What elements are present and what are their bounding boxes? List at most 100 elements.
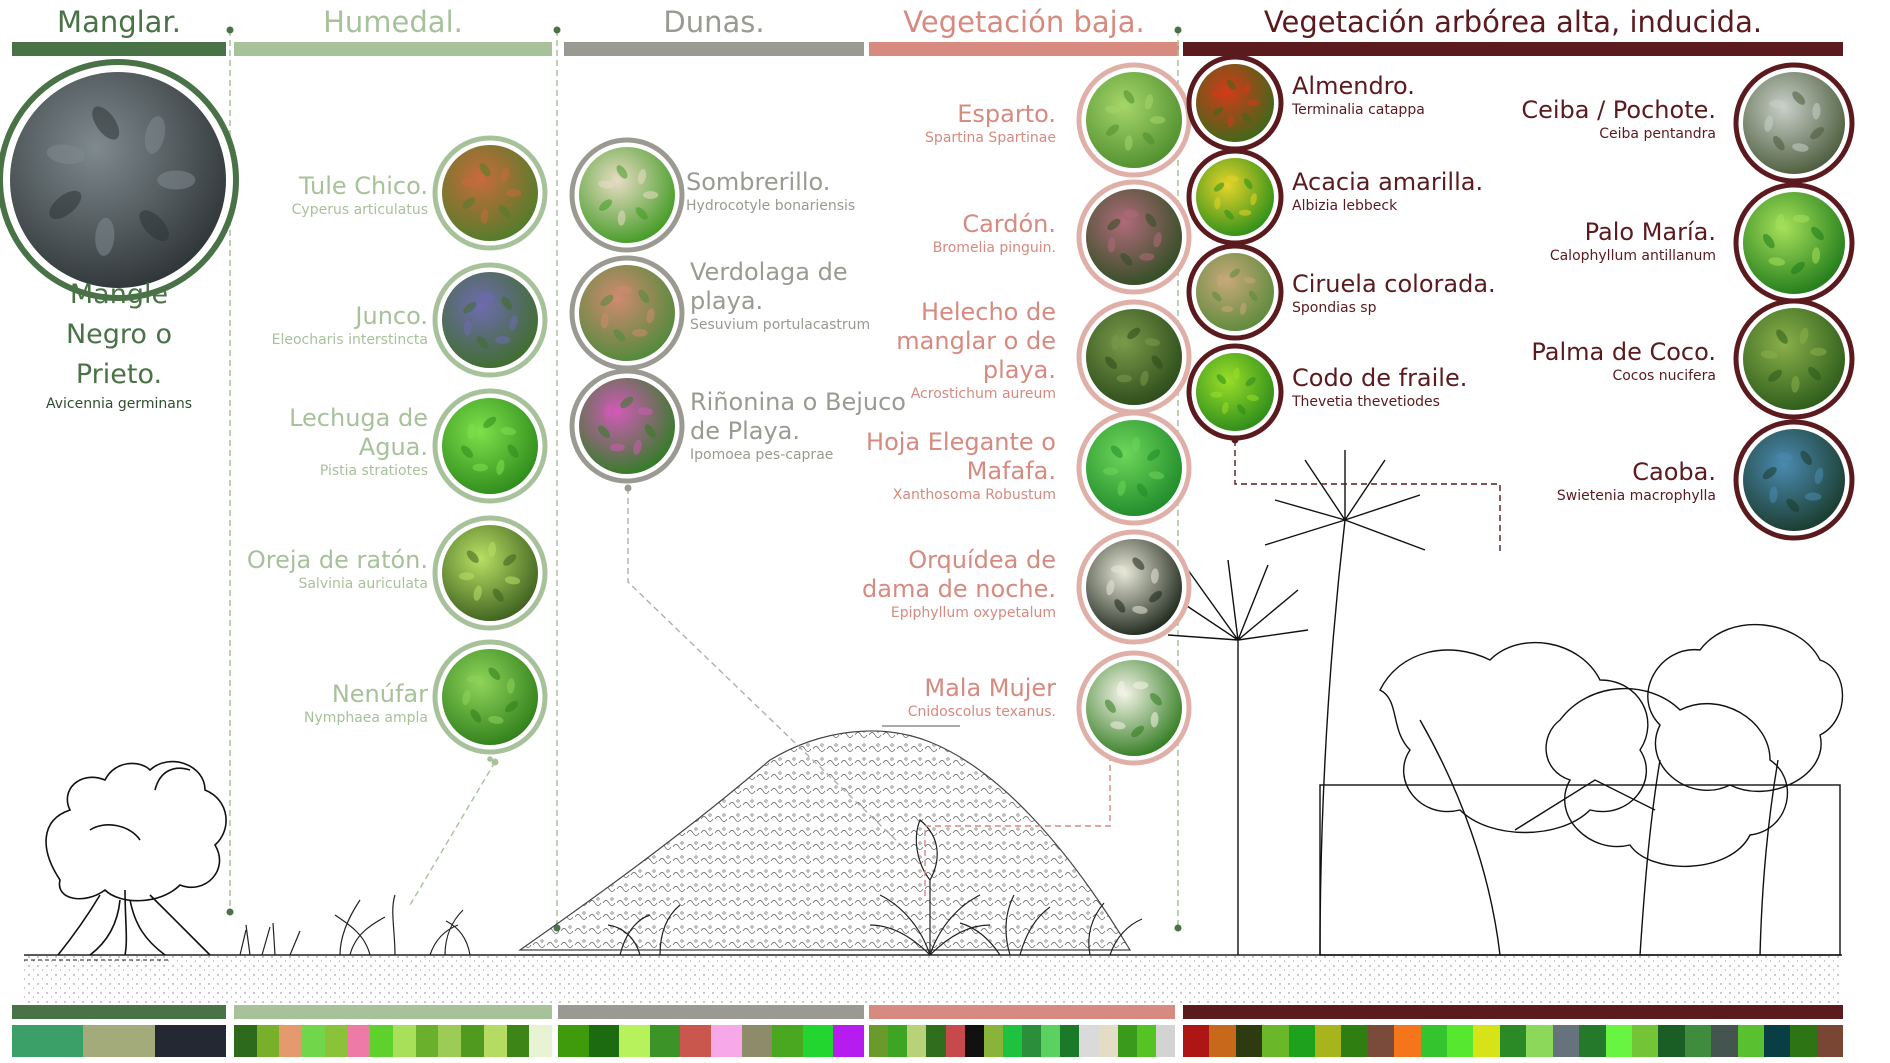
plant-label-oreja-de-raton: Oreja de ratón. Salvinia auriculata [246, 546, 428, 592]
zone-bar-vegetacion-arborea [1183, 42, 1843, 56]
palette-swatch-vegetacion-arborea-7 [1367, 1025, 1395, 1057]
fern-photo-icon [1076, 299, 1192, 415]
palette-swatch-vegetacion-baja-10 [1060, 1025, 1080, 1057]
palette-vegetacion-baja [869, 1025, 1175, 1057]
palette-swatch-vegetacion-arborea-18 [1658, 1025, 1685, 1057]
elephant-ear-photo-icon [1076, 410, 1192, 526]
palette-swatch-vegetacion-baja-3 [926, 1025, 946, 1057]
palette-swatch-humedal-12 [506, 1025, 530, 1057]
palette-swatch-vegetacion-baja-0 [869, 1025, 889, 1057]
zone-title-manglar: Manglar. [57, 5, 181, 39]
zone-bar-vegetacion-baja [869, 42, 1179, 56]
mahogany-photo-icon [1733, 419, 1855, 541]
palette-swatch-manglar-0 [12, 1025, 84, 1057]
palette-swatch-vegetacion-baja-15 [1155, 1025, 1175, 1057]
plant-label-junco: Junco. Eleocharis interstincta [271, 302, 428, 348]
palette-swatch-dunas-0 [558, 1025, 589, 1057]
palette-swatch-vegetacion-arborea-14 [1552, 1025, 1580, 1057]
zone-bar-manglar [12, 42, 226, 56]
palette-swatch-vegetacion-arborea-24 [1816, 1025, 1844, 1057]
palette-swatch-vegetacion-arborea-15 [1579, 1025, 1606, 1057]
palette-swatch-vegetacion-baja-5 [964, 1025, 984, 1057]
palette-swatch-humedal-0 [234, 1025, 257, 1057]
palette-swatch-dunas-8 [802, 1025, 834, 1057]
palette-swatch-vegetacion-arborea-13 [1526, 1025, 1553, 1057]
sea-purslane-photo-icon [569, 255, 685, 371]
palette-swatch-vegetacion-baja-7 [1002, 1025, 1022, 1057]
almond-tree-photo-icon [1186, 54, 1284, 152]
palette-swatch-vegetacion-baja-1 [888, 1025, 908, 1057]
plant-label-nenufar: Nenúfar Nymphaea ampla [304, 680, 428, 726]
palette-swatch-vegetacion-baja-6 [983, 1025, 1003, 1057]
plant-label-palma-de-coco: Palma de Coco. Cocos nucifera [1531, 338, 1716, 384]
zone-bottom-bar-manglar [12, 1005, 226, 1019]
palette-swatch-vegetacion-baja-14 [1136, 1025, 1156, 1057]
plant-label-orquidea: Orquídea de dama de noche. Epiphyllum ox… [862, 546, 1056, 621]
plant-label-esparto: Esparto. Spartina Spartinae [925, 100, 1056, 146]
palette-dunas [558, 1025, 864, 1057]
dune-mound [518, 730, 1132, 951]
palette-swatch-vegetacion-arborea-0 [1183, 1025, 1210, 1057]
plant-label-hoja-elegante: Hoja Elegante o Mafafa. Xanthosoma Robus… [866, 428, 1056, 503]
water-lettuce-photo-icon [432, 388, 548, 504]
palette-swatch-manglar-2 [154, 1025, 226, 1057]
palette-swatch-vegetacion-arborea-2 [1235, 1025, 1263, 1057]
palette-swatch-vegetacion-arborea-9 [1420, 1025, 1448, 1057]
zone-title-dunas: Dunas. [663, 5, 765, 39]
palette-swatch-humedal-13 [529, 1025, 553, 1057]
palette-swatch-vegetacion-arborea-17 [1631, 1025, 1659, 1057]
palette-swatch-humedal-2 [279, 1025, 303, 1057]
palette-swatch-vegetacion-arborea-21 [1737, 1025, 1764, 1057]
palette-vegetacion-arborea [1183, 1025, 1844, 1057]
zone-bottom-bar-vegetacion-baja [869, 1005, 1175, 1019]
plant-label-mala-mujer: Mala Mujer Cnidoscolus texanus. [907, 674, 1056, 720]
palette-swatch-manglar-1 [83, 1025, 155, 1057]
palette-swatch-humedal-9 [438, 1025, 462, 1057]
palette-humedal [234, 1025, 553, 1057]
palette-swatch-vegetacion-baja-2 [907, 1025, 927, 1057]
cordgrass-photo-icon [1076, 62, 1192, 178]
palette-swatch-vegetacion-arborea-20 [1711, 1025, 1738, 1057]
palette-swatch-vegetacion-baja-11 [1079, 1025, 1099, 1057]
plant-label-rinonina: Riñonina o Bejuco de Playa. Ipomoea pes-… [690, 388, 906, 463]
palette-swatch-vegetacion-arborea-5 [1315, 1025, 1342, 1057]
palette-swatch-vegetacion-arborea-8 [1394, 1025, 1421, 1057]
water-lily-photo-icon [432, 639, 548, 762]
palette-swatch-humedal-5 [347, 1025, 371, 1057]
palette-swatch-dunas-7 [772, 1025, 803, 1057]
zone-bar-dunas [564, 42, 864, 56]
low-vegetation-sketch [607, 819, 1143, 956]
plant-label-palo-maria: Palo María. Calophyllum antillanum [1549, 218, 1716, 264]
night-orchid-photo-icon [1076, 529, 1192, 645]
plant-label-cardon: Cardón. Bromelia pinguin. [932, 210, 1056, 256]
palo-maria-photo-icon [1733, 182, 1855, 304]
palette-swatch-humedal-4 [324, 1025, 348, 1057]
palette-swatch-vegetacion-arborea-3 [1262, 1025, 1289, 1057]
palette-swatch-dunas-6 [741, 1025, 773, 1057]
palette-swatch-vegetacion-baja-9 [1041, 1025, 1061, 1057]
mangrove-photo-icon [0, 59, 239, 301]
palette-swatch-vegetacion-arborea-6 [1341, 1025, 1368, 1057]
bromeliad-photo-icon [1076, 179, 1192, 295]
plant-label-lechuga-de-agua: Lechuga de Agua. Pistia stratiotes [289, 404, 428, 479]
connector-lines [409, 440, 1501, 906]
tall-trees-sketch [1167, 450, 1844, 956]
palette-swatch-vegetacion-baja-13 [1117, 1025, 1137, 1057]
zone-bottom-bar-dunas [558, 1005, 864, 1019]
palette-swatch-dunas-2 [619, 1025, 650, 1057]
zone-dividers [229, 30, 1179, 928]
plum-photo-icon [1186, 243, 1284, 341]
palette-swatch-humedal-10 [461, 1025, 484, 1057]
palette-swatch-vegetacion-arborea-12 [1499, 1025, 1527, 1057]
plant-label-ceiba: Ceiba / Pochote. Ceiba pentandra [1521, 96, 1716, 142]
plant-label-sombrerillo: Sombrerillo. Hydrocotyle bonariensis [686, 168, 856, 214]
zone-title-vegetacion-baja: Vegetación baja. [903, 5, 1145, 39]
salvinia-photo-icon [432, 515, 548, 631]
palette-swatch-vegetacion-arborea-16 [1605, 1025, 1632, 1057]
palette-swatch-humedal-6 [370, 1025, 394, 1057]
zone-bottom-bar-humedal [234, 1005, 552, 1019]
palette-swatch-vegetacion-arborea-22 [1763, 1025, 1791, 1057]
palette-swatch-humedal-8 [415, 1025, 439, 1057]
